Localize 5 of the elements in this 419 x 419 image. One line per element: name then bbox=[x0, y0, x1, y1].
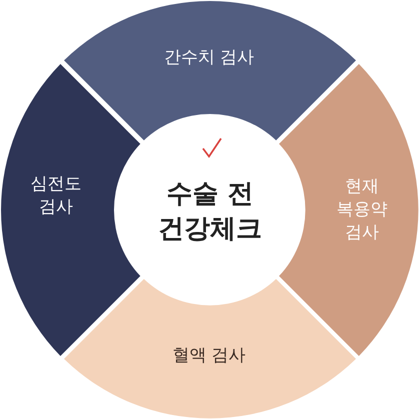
segment-label: 혈액 검사 bbox=[171, 344, 247, 368]
segment-label: 심전도 검사 bbox=[30, 173, 82, 219]
segment-label: 간수치 검사 bbox=[162, 46, 256, 70]
segment-label: 현재 복용약 검사 bbox=[335, 176, 388, 244]
center-title: 수술 전 건강체크 bbox=[157, 178, 263, 246]
